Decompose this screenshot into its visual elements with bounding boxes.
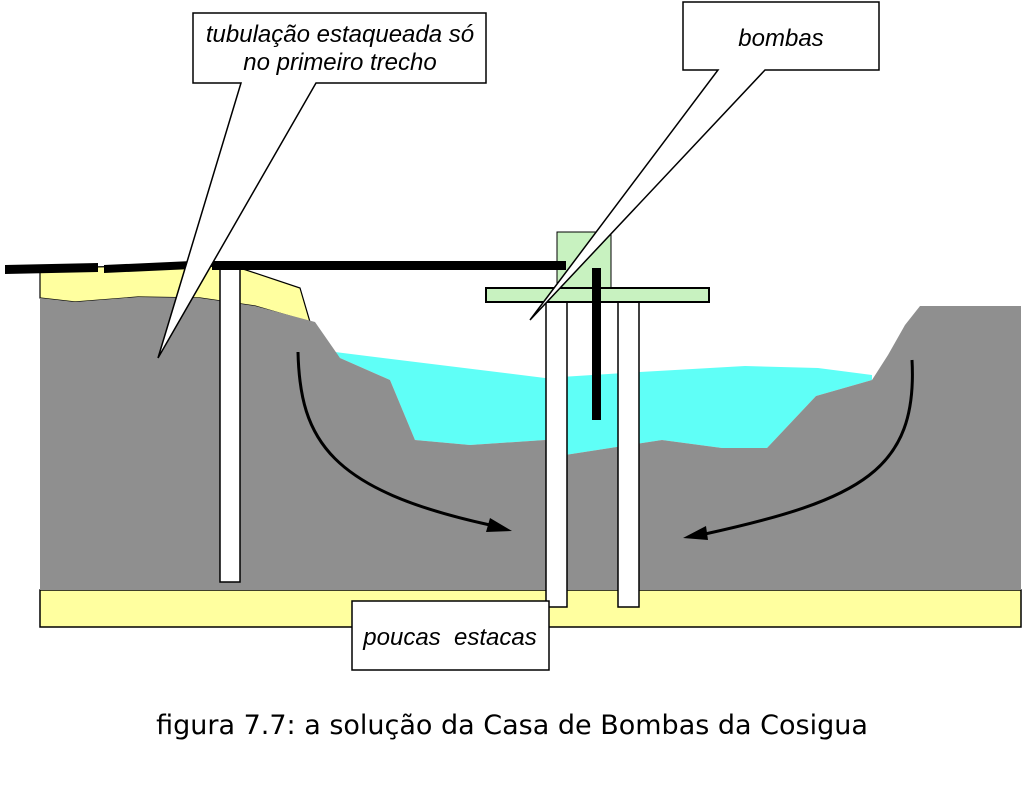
piles-callout	[351, 600, 550, 671]
figure-caption: figura 7.7: a solução da Casa de Bombas …	[156, 710, 868, 741]
pump-pile-right	[617, 294, 640, 608]
pumps-callout-text: bombas	[738, 25, 823, 52]
right-flow-arrow	[704, 359, 914, 536]
pipeline-segment-1	[5, 263, 98, 274]
pipeline-callout	[157, 12, 487, 359]
left-flow-arrow	[296, 351, 491, 527]
piles-callout-text: poucas estacas	[362, 624, 536, 651]
pipeline-callout-line1: tubulação estaqueada só	[206, 21, 474, 48]
pipeline-callout-line2: no primeiro trecho	[243, 49, 436, 76]
water-basin	[335, 352, 872, 455]
pipeline-segment-2	[104, 261, 192, 273]
pipeline-segment-3	[212, 261, 566, 270]
pump-suction-pipe	[592, 268, 601, 420]
soil-mass	[40, 297, 1021, 590]
left-pile	[219, 261, 241, 583]
right-flow-arrowhead	[683, 526, 708, 540]
pump-pile-left	[545, 294, 568, 608]
pumps-callout	[529, 1, 880, 321]
left-flow-arrowhead	[486, 518, 512, 532]
